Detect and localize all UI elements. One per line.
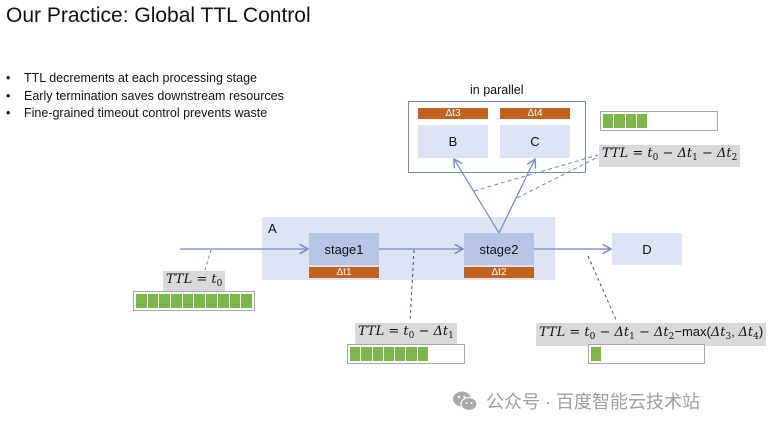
leader-after-stage1 [409,249,415,323]
ttl-bar-after-stage1 [347,344,465,364]
leader-after-stage2-b [516,156,599,199]
ttl-cell [406,347,417,361]
ttl-cell [136,294,147,308]
leader-start [204,249,212,271]
bullet-dot-icon: • [6,106,11,120]
arrow-stage2-to-c [498,159,535,234]
ttl-cell [361,347,372,361]
watermark-text: 公众号 · 百度智能云技术站 [486,392,700,412]
bullet-item: •Early termination saves downstream reso… [6,88,284,106]
ttl-cell [229,294,241,308]
ttl-bar-after-stage2 [600,111,718,131]
bullet-dot-icon: • [6,88,11,103]
ttl-bar-after-parallel [588,344,705,364]
leader-after-parallel [587,255,618,323]
ttl-cell [241,294,252,308]
bullet-dot-icon: • [6,71,11,85]
ttl-formula-start: TTL = t0 [163,271,226,293]
cost-bar-stage1: Δt1 [309,267,379,278]
container-a-label: A [268,221,277,236]
bullet-item: •TTL decrements at each processing stage [6,70,284,88]
cost-bar-stage2: Δt2 [464,267,534,278]
ttl-cell [194,294,206,308]
cost-bar-b: Δt3 [418,108,488,119]
node-c: C [500,125,570,158]
ttl-cell [171,294,182,308]
ttl-cell [217,294,229,308]
ttl-cell [350,347,361,361]
ttl-cell [591,347,602,361]
ttl-formula-after-stage2: TTL = t0 − Δt1 − Δt2 [599,145,741,167]
node-stage1: stage1 [309,233,379,265]
ttl-cell [182,294,194,308]
arrow-stage2-to-b [454,159,500,234]
wechat-icon [453,391,478,412]
ttl-formula-after-stage1: TTL = t0 − Δt1 [355,323,457,345]
ttl-bar-start [133,291,255,311]
ttl-cell [636,114,648,128]
bullet-item: •Fine-grained timeout control prevents w… [6,105,284,123]
ttl-cell [372,347,383,361]
node-d: D [612,233,682,265]
ttl-cell [159,294,171,308]
parallel-label: in parallel [470,83,524,97]
node-stage2: stage2 [464,233,534,265]
ttl-cell [417,347,429,361]
slide-title: Our Practice: Global TTL Control [6,4,311,27]
cost-bar-c: Δt4 [500,108,570,119]
ttl-cell [395,347,406,361]
ttl-formula-after-parallel: TTL = t0 − Δt1 − Δt2−max(Δt3, Δt4) [536,323,767,346]
watermark: 公众号 · 百度智能云技术站 [452,388,700,414]
ttl-cell [147,294,159,308]
node-b: B [418,125,488,158]
ttl-cell [625,114,636,128]
ttl-cell [614,114,625,128]
ttl-cell [603,114,614,128]
bullet-list: •TTL decrements at each processing stage… [6,70,284,123]
ttl-cell [383,347,395,361]
ttl-cell [206,294,217,308]
leader-after-stage2-a [473,154,599,192]
